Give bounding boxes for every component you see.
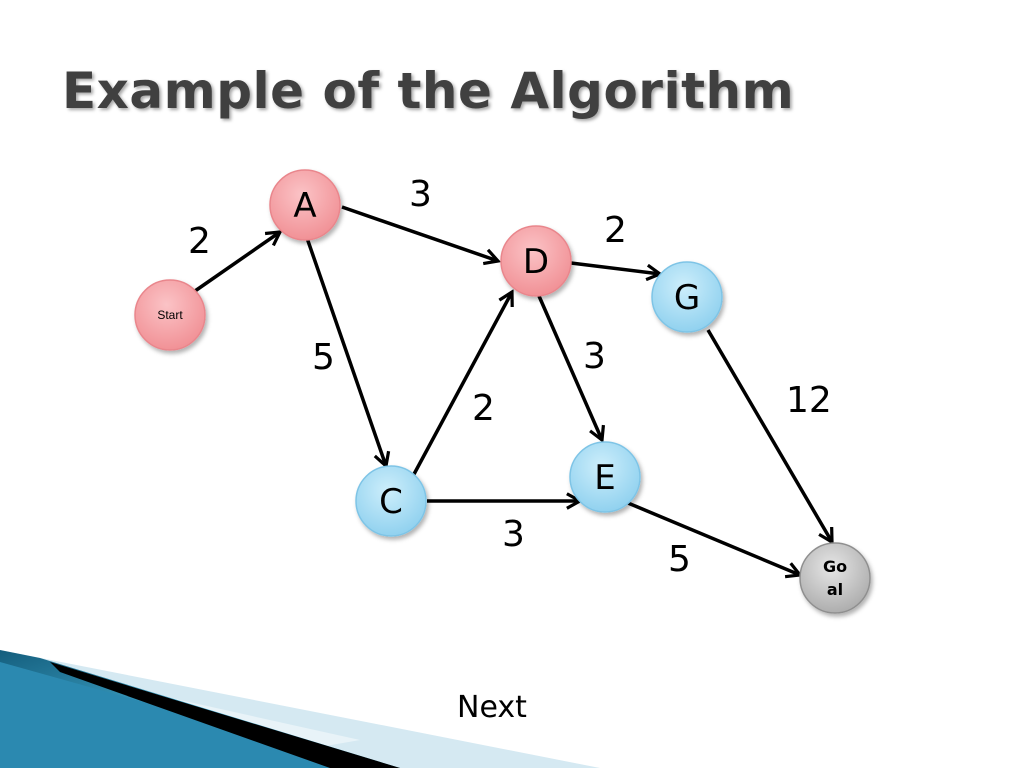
edge-weight-d-e: 3 (583, 336, 606, 377)
node-goal: Go al (799, 542, 871, 614)
edge-a-c (305, 237, 386, 466)
node-g: G (651, 261, 723, 333)
edge-weight-g-goal: 12 (786, 380, 832, 421)
node-start: Start (134, 279, 206, 351)
edge-weight-a-d: 3 (409, 174, 432, 215)
node-g-label: G (674, 278, 700, 318)
node-e: E (569, 441, 641, 513)
node-d: D (500, 225, 572, 297)
node-start-label: Start (157, 308, 183, 322)
edge-weight-d-g: 2 (604, 210, 627, 251)
edge-weight-c-e: 3 (502, 514, 525, 555)
node-a: A (269, 169, 341, 241)
edge-d-e (537, 295, 602, 440)
edge-weight-start-a: 2 (188, 221, 211, 262)
node-goal-label-line1: Go (823, 557, 847, 576)
node-e-label: E (594, 458, 615, 498)
node-goal-label-line2: al (827, 580, 843, 599)
edge-weight-e-goal: 5 (668, 539, 691, 580)
node-d-label: D (523, 242, 549, 282)
slide-title: Example of the Algorithm (62, 62, 795, 120)
node-c-label: C (379, 482, 403, 522)
edge-weight-c-d: 2 (472, 388, 495, 429)
next-button[interactable]: Next (457, 690, 527, 725)
edge-weight-a-c: 5 (312, 337, 335, 378)
edge-g-goal (706, 329, 832, 542)
edge-d-g (570, 261, 660, 274)
node-a-label: A (293, 186, 316, 226)
node-c: C (355, 465, 427, 537)
edge-a-d (341, 205, 498, 261)
edge-start-a (194, 232, 280, 293)
edge-e-goal (627, 501, 800, 575)
edge-c-d (411, 292, 512, 477)
